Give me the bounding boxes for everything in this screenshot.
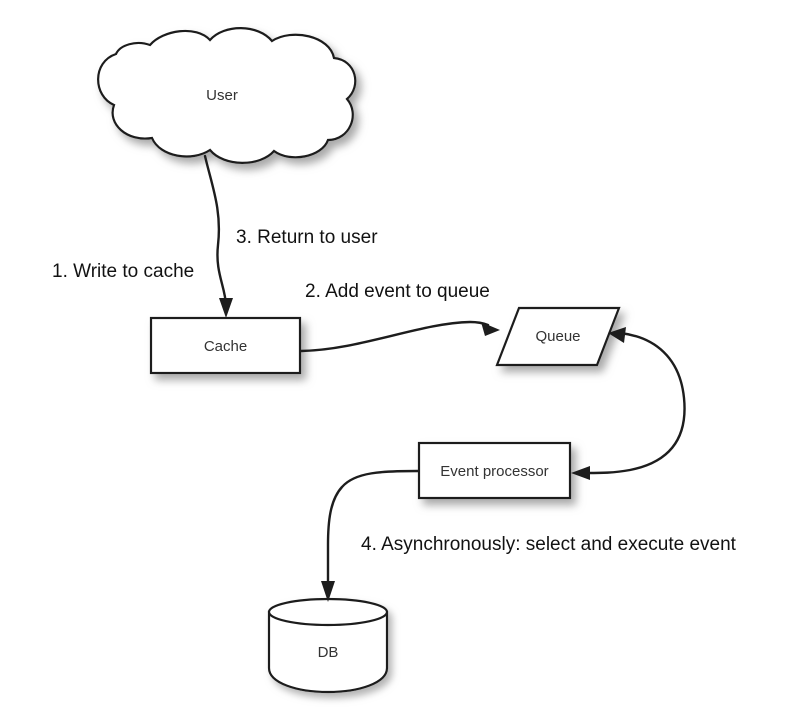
node-event-processor-label: Event processor [440, 463, 548, 480]
node-db-label: DB [318, 644, 339, 661]
arrowhead-into-event-processor [571, 466, 590, 480]
arrowhead-into-cache [219, 298, 233, 318]
node-user-label: User [206, 87, 238, 104]
step-label-2: 2. Add event to queue [305, 281, 490, 302]
node-queue[interactable]: Queue [495, 306, 621, 367]
node-cache-label: Cache [204, 338, 247, 355]
node-event-processor[interactable]: Event processor [417, 441, 572, 500]
arrowhead-into-queue-return [608, 327, 626, 343]
edge-processor-to-db [321, 469, 420, 602]
node-queue-label: Queue [535, 328, 580, 345]
edge-user-to-cache [203, 154, 233, 318]
step-label-3: 3. Return to user [236, 227, 378, 248]
edge-cache-to-queue [299, 320, 500, 353]
arrowhead-into-db [321, 581, 335, 602]
edge-queue-processor-loop [571, 327, 686, 480]
step-label-4: 4. Asynchronously: select and execute ev… [361, 534, 737, 555]
step-label-1: 1. Write to cache [52, 261, 194, 282]
arrowhead-into-queue [481, 322, 500, 336]
node-user[interactable]: User [97, 27, 357, 164]
node-cache[interactable]: Cache [149, 316, 302, 375]
node-db[interactable]: DB [267, 597, 389, 694]
